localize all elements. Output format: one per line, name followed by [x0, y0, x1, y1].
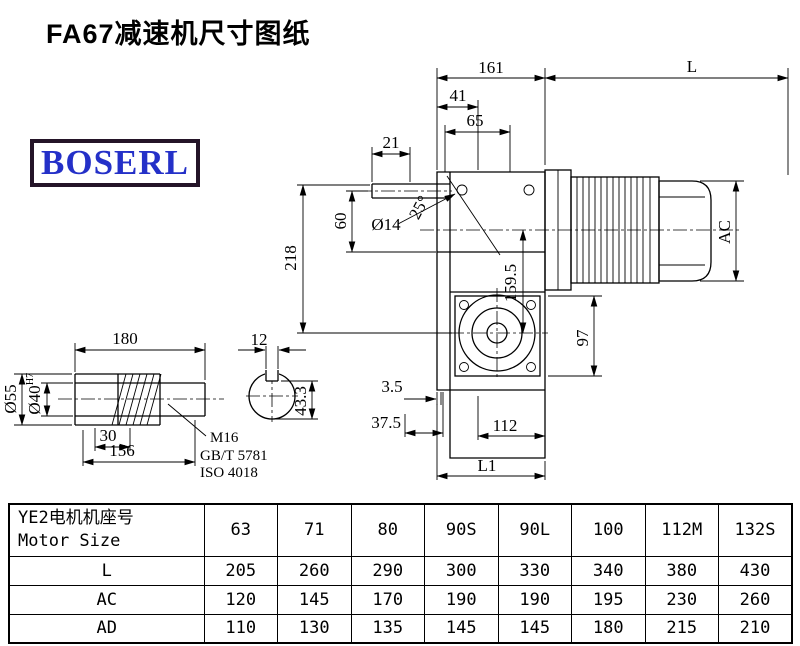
- motor: [544, 169, 712, 291]
- note-gb-standard: GB/T 5781: [200, 448, 268, 464]
- table-header-row: YE2电机机座号 Motor Size 63 71 80 90S 90L 100…: [8, 503, 793, 557]
- note-m16: M16: [210, 430, 239, 446]
- motor-size-header-cell: YE2电机机座号 Motor Size: [8, 503, 205, 557]
- dim-21-label: 21: [383, 133, 400, 152]
- dim-65-label: 65: [467, 111, 484, 130]
- size-80: 80: [350, 503, 425, 557]
- dim-180-label: 180: [112, 329, 138, 348]
- row-label-L: L: [8, 555, 205, 586]
- dim-3-5-label: 3.5: [381, 377, 402, 396]
- dimensions-shaft: 180 Ø55 Ø40 H7 30 156 M16 GB/T 5781 ISO …: [1, 329, 268, 481]
- dim-156-label: 156: [109, 441, 135, 460]
- AC-value: 170: [350, 584, 425, 615]
- AC-value: 195: [571, 584, 646, 615]
- dim-218-label: 218: [281, 245, 300, 271]
- dim-L1-label: L1: [478, 456, 497, 475]
- dimensions-end-view: 12 43.3: [238, 330, 318, 420]
- gearbox-housing: [436, 171, 546, 459]
- row-label-AC: AC: [8, 584, 205, 615]
- dim-AC-label: AC: [715, 220, 734, 244]
- AD-value: 145: [424, 613, 499, 644]
- dim-161-label: 161: [478, 58, 504, 77]
- size-71: 71: [277, 503, 352, 557]
- AC-value: 230: [644, 584, 719, 615]
- L-value: 300: [424, 555, 499, 586]
- dim-phi40-label: Ø40: [25, 385, 44, 414]
- centerlines: [358, 190, 742, 380]
- dim-L-label: L: [687, 57, 697, 76]
- page-title: FA67减速机尺寸图纸: [46, 19, 311, 49]
- L-value: 260: [277, 555, 352, 586]
- shaft-outline: [74, 373, 206, 426]
- AC-value: 120: [203, 584, 278, 615]
- note-iso-standard: ISO 4018: [200, 465, 258, 481]
- dimensions-main: 161 L 41 65 21 60 Ø14 218 25° AC 159.5 9…: [281, 57, 789, 480]
- motor-size-header-en: Motor Size: [18, 531, 121, 552]
- AC-value: 145: [277, 584, 352, 615]
- AD-value: 215: [644, 613, 719, 644]
- table-row-AC: AC 120 145 170 190 190 195 230 260: [8, 584, 793, 615]
- dim-12-label: 12: [251, 330, 268, 349]
- L-value: 205: [203, 555, 278, 586]
- keyway: [265, 370, 279, 382]
- size-90l: 90L: [497, 503, 572, 557]
- boserl-logo: BOSERL: [30, 139, 200, 187]
- size-90s: 90S: [424, 503, 499, 557]
- L-value: 430: [718, 555, 793, 586]
- hollow-shaft-rod: [371, 183, 450, 199]
- size-112m: 112M: [644, 503, 719, 557]
- dim-41-label: 41: [450, 86, 467, 105]
- AD-value: 110: [203, 613, 278, 644]
- AC-value: 190: [497, 584, 572, 615]
- dim-37-5-label: 37.5: [371, 413, 401, 432]
- size-63: 63: [203, 503, 278, 557]
- dim-30-label: 30: [100, 426, 117, 445]
- table-row-AD: AD 110 130 135 145 145 180 215 210: [8, 613, 793, 644]
- AC-value: 260: [718, 584, 793, 615]
- dim-phi40-tolerance: H7: [25, 373, 36, 385]
- L-value: 380: [644, 555, 719, 586]
- dim-60-label: 60: [331, 213, 350, 230]
- table-row-L: L 205 260 290 300 330 340 380 430: [8, 555, 793, 586]
- keyway-mask: [265, 369, 279, 381]
- AC-value: 190: [424, 584, 499, 615]
- dim-phi14-label: Ø14: [371, 215, 401, 234]
- row-label-AD: AD: [8, 613, 205, 644]
- shaft-detail-view: 180 Ø55 Ø40 H7 30 156 M16 GB/T 5781 ISO …: [1, 329, 268, 481]
- boserl-logo-text: BOSERL: [41, 143, 189, 182]
- dim-phi55-label: Ø55: [1, 384, 20, 413]
- AD-value: 145: [497, 613, 572, 644]
- shaft-end-view: 12 43.3: [238, 330, 318, 422]
- dim-112-label: 112: [493, 416, 518, 435]
- L-value: 290: [350, 555, 425, 586]
- motor-size-table: YE2电机机座号 Motor Size 63 71 80 90S 90L 100…: [8, 503, 793, 644]
- technical-drawing: 161 L 41 65 21 60 Ø14 218 25° AC 159.5 9…: [1, 57, 789, 481]
- motor-size-header-cn: YE2电机机座号: [18, 508, 134, 529]
- AD-value: 210: [718, 613, 793, 644]
- AD-value: 135: [350, 613, 425, 644]
- gearbox-main-view: 161 L 41 65 21 60 Ø14 218 25° AC 159.5 9…: [281, 57, 789, 480]
- AD-value: 130: [277, 613, 352, 644]
- dim-43-3-label: 43.3: [291, 386, 310, 416]
- motor-fins: [576, 177, 651, 283]
- dim-159-5-label: 159.5: [501, 264, 520, 302]
- L-value: 330: [497, 555, 572, 586]
- AD-value: 180: [571, 613, 646, 644]
- spline-hatch: [111, 373, 162, 426]
- dim-97-label: 97: [573, 329, 592, 347]
- size-100: 100: [571, 503, 646, 557]
- L-value: 340: [571, 555, 646, 586]
- size-132s: 132S: [718, 503, 793, 557]
